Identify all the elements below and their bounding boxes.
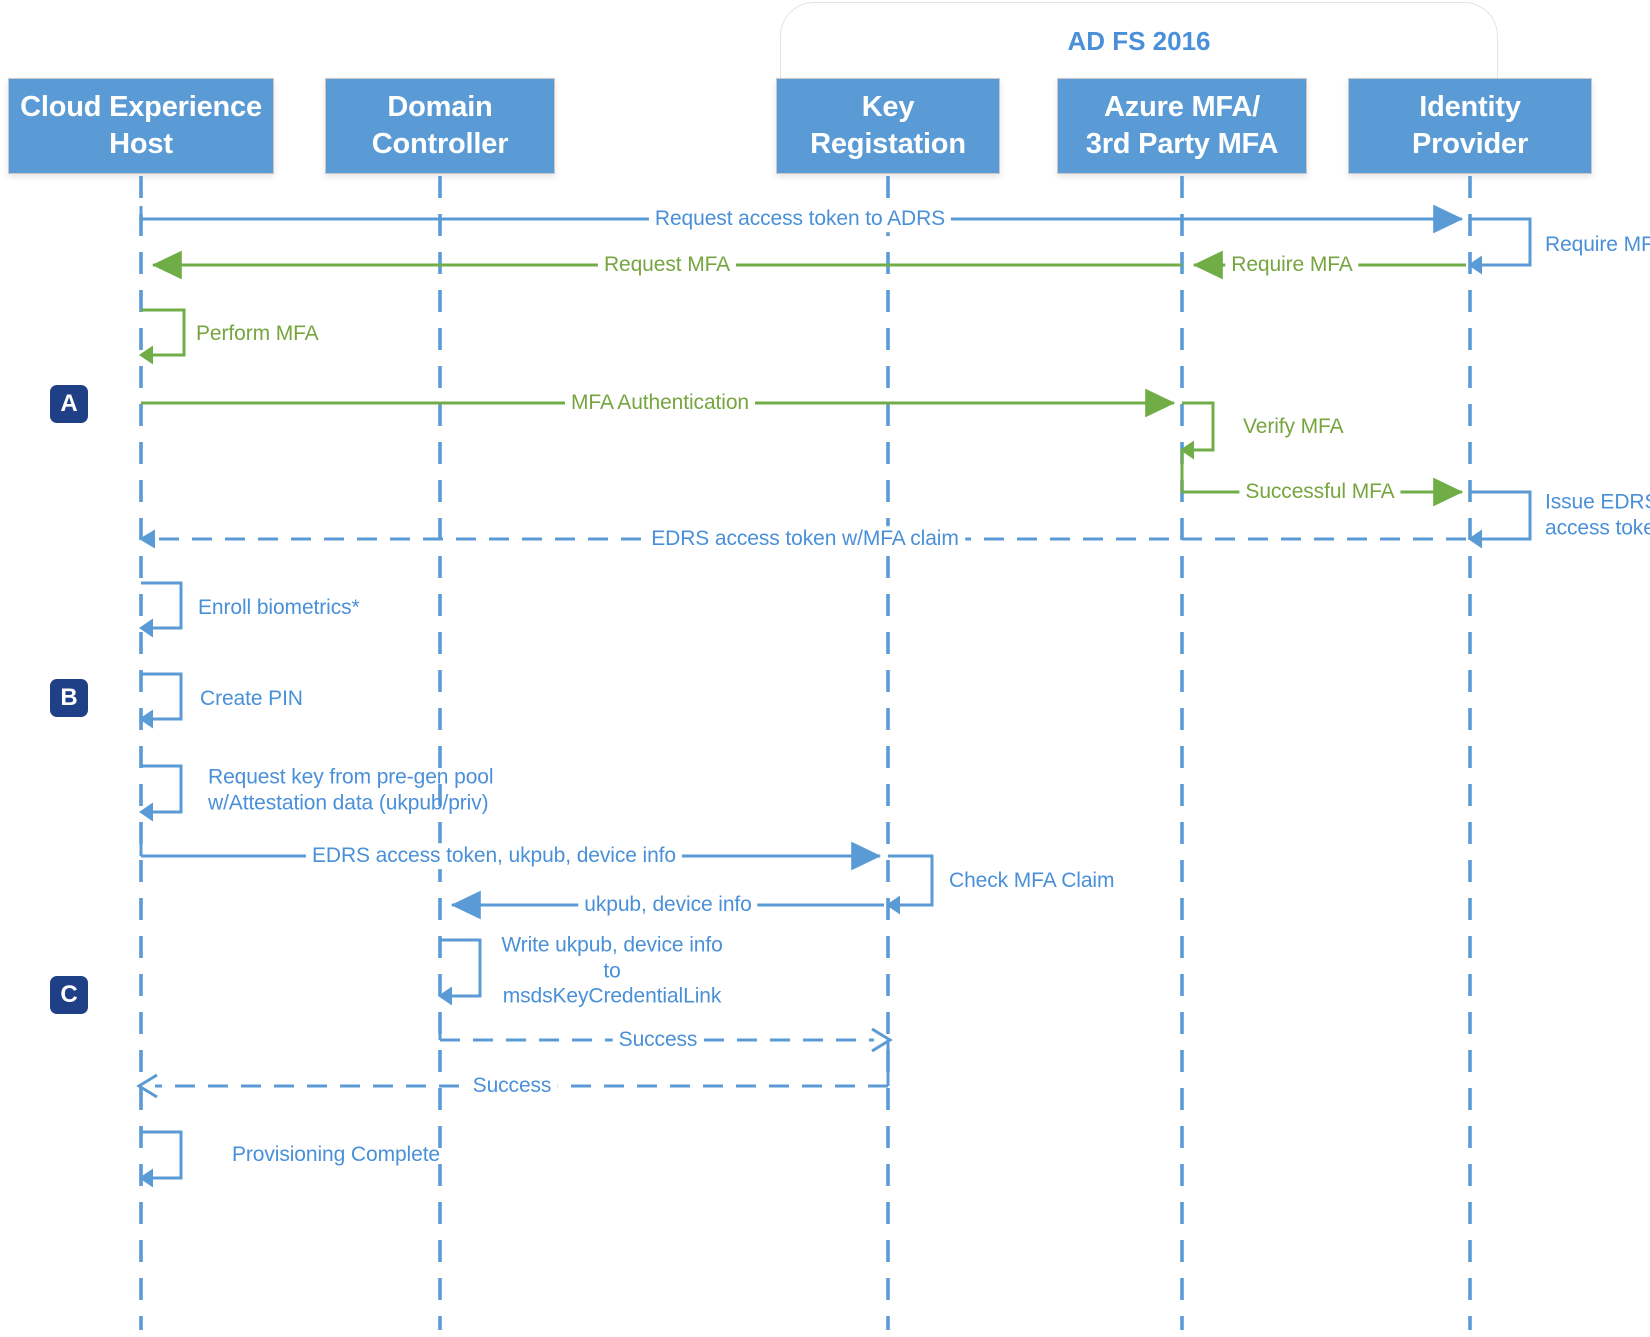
lifelines-group	[139, 176, 1472, 1330]
message-label-edrs-access-token-mfa-claim: EDRS access token w/MFA claim	[645, 526, 965, 552]
phase-badge-b: B	[50, 679, 88, 717]
phase-badge-c: C	[50, 976, 88, 1014]
participant-label-azure-mfa: Azure MFA/ 3rd Party MFA	[1085, 90, 1279, 160]
message-self-check-mfa-claim	[886, 854, 934, 915]
message-label-success-kr-to-ceh: Success	[466, 1073, 558, 1099]
message-arrow-edrs-access-token-mfa-claim	[139, 529, 1466, 549]
message-label-enroll-biometrics: Enroll biometrics*	[198, 596, 360, 620]
message-self-issue-edrs-access-token	[1468, 490, 1532, 549]
phase-badge-b-label: B	[60, 684, 78, 711]
message-self-verify-mfa	[1180, 401, 1215, 460]
adfs-group-container	[780, 2, 1498, 102]
message-self-require-mfa-idp	[1468, 217, 1532, 275]
message-self-request-key-from-pre-gen-pool	[139, 764, 183, 822]
participant-box-cloud-experience-host[interactable]: Cloud Experience Host	[8, 78, 274, 174]
participant-box-domain-controller[interactable]: Domain Controller	[325, 78, 555, 174]
participant-label-key-registation: Key Registation	[810, 90, 966, 160]
message-label-require-mfa: Require MFA	[1225, 252, 1359, 278]
participant-box-key-registation[interactable]: Key Registation	[776, 78, 1000, 174]
participant-label-cloud-experience-host: Cloud Experience Host	[20, 90, 262, 160]
message-label-successful-mfa: Successful MFA	[1239, 479, 1401, 505]
message-label-require-mfa-self: Require MFA	[1545, 233, 1650, 257]
message-self-enroll-biometrics	[139, 581, 183, 638]
message-label-check-mfa-claim: Check MFA Claim	[949, 869, 1115, 893]
adfs-group-title: AD FS 2016	[1067, 26, 1211, 56]
message-label-provisioning-complete: Provisioning Complete	[232, 1143, 441, 1167]
message-label-write-ukpub-msds: Write ukpub, device info to msdsKeyCrede…	[501, 933, 723, 1008]
participant-label-domain-controller: Domain Controller	[371, 90, 509, 160]
message-label-mfa-authentication: MFA Authentication	[565, 390, 755, 416]
phase-badge-c-label: C	[60, 981, 78, 1008]
message-label-request-mfa: Request MFA	[597, 252, 737, 278]
phase-badge-a: A	[50, 385, 88, 423]
message-label-issue-edrs-access-token: Issue EDRS access token	[1545, 490, 1650, 539]
message-label-request-access-token-to-adrs: Request access token to ADRS	[648, 206, 952, 232]
message-self-create-pin	[139, 672, 183, 729]
participant-label-identity-provider: Identity Provider	[1411, 90, 1529, 160]
message-label-edrs-token-ukpub-device-info: EDRS access token, ukpub, device info	[306, 843, 682, 869]
participant-box-azure-mfa[interactable]: Azure MFA/ 3rd Party MFA	[1057, 78, 1307, 174]
phase-badge-a-label: A	[60, 390, 78, 417]
message-self-write-ukpub-msds-key-credential-link	[438, 938, 482, 1006]
message-label-perform-mfa: Perform MFA	[196, 322, 319, 346]
message-self-perform-mfa	[139, 308, 186, 365]
message-label-request-key-pre-gen-pool: Request key from pre-gen pool w/Attestat…	[208, 765, 494, 814]
message-label-create-pin: Create PIN	[200, 687, 303, 711]
message-self-provisioning-complete	[139, 1130, 183, 1188]
message-label-verify-mfa: Verify MFA	[1243, 415, 1344, 439]
message-label-ukpub-device-info: ukpub, device info	[578, 892, 758, 918]
participant-box-identity-provider[interactable]: Identity Provider	[1348, 78, 1592, 174]
message-label-success-dc-to-kr: Success	[612, 1027, 704, 1053]
